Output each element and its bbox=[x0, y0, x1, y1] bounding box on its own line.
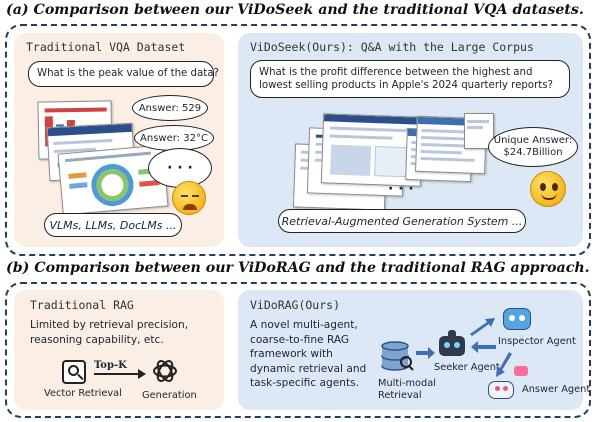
inspector-to-seeker-arrow bbox=[471, 341, 496, 353]
seeker-agent-label: Seeker Agent bbox=[434, 362, 500, 373]
bottom-frame bbox=[5, 282, 591, 418]
topk-arrow-head bbox=[138, 369, 146, 379]
panel-title: Traditional VQA Dataset bbox=[26, 40, 186, 54]
inspector-agent-icon bbox=[500, 304, 534, 332]
answer-bubble-2: Answer: 32°C bbox=[134, 125, 214, 151]
inspector-agent-label: Inspector Agent bbox=[498, 336, 576, 347]
vidoseek-question-bubble: What is the profit difference between th… bbox=[250, 60, 570, 98]
top-frame bbox=[5, 24, 591, 256]
confused-face-icon bbox=[172, 181, 206, 215]
answer-text-2: Answer: 32°C bbox=[140, 132, 208, 144]
more-pages-dots: · · · bbox=[388, 181, 414, 197]
seeker-to-inspector-arrow bbox=[470, 318, 495, 336]
answer-agent-icon bbox=[486, 376, 518, 402]
generation-label: Generation bbox=[142, 390, 197, 401]
vector-retrieval-icon bbox=[62, 360, 86, 384]
unique-answer-value: $24.7Billion bbox=[503, 147, 563, 158]
retrieval-to-seeker-arrow bbox=[416, 347, 435, 359]
multimodal-retrieval-label: Multi-modal Retrieval bbox=[378, 378, 436, 402]
traditional-rag-panel: Traditional RAG Limited by retrieval pre… bbox=[14, 290, 224, 410]
models-pill: VLMs, LLMs, DocLMs ... bbox=[44, 213, 182, 237]
vector-retrieval-label: Vector Retrieval bbox=[44, 388, 122, 399]
caption-a: (a) Comparison between our ViDoSeek and … bbox=[6, 2, 584, 18]
inspector-to-answer-arrow bbox=[496, 352, 512, 377]
vidorag-description: A novel multi-agent, coarse-to-fine RAG … bbox=[250, 319, 367, 390]
generation-model-icon bbox=[153, 360, 177, 382]
multimodal-retrieval-line2: Retrieval bbox=[378, 389, 422, 401]
vidorag-panel: ViDoRAG(Ours) A novel multi-agent, coars… bbox=[238, 290, 590, 410]
unique-answer-label: Unique Answer: bbox=[493, 134, 573, 146]
dots-text: · · · bbox=[167, 160, 193, 176]
traditional-vqa-panel: Traditional VQA Dataset What is the peak… bbox=[14, 33, 224, 247]
answer-bubble-1: Answer: 529 bbox=[132, 95, 208, 121]
rag-system-text: Retrieval-Augmented Generation System ..… bbox=[281, 214, 523, 228]
unique-answer-bubble: Unique Answer: $24.7Billion bbox=[488, 127, 578, 167]
speech-bubble-icon bbox=[514, 366, 528, 376]
vqa-question-bubble: What is the peak value of the data? bbox=[28, 61, 219, 87]
smiling-face-icon bbox=[530, 171, 566, 207]
caption-b: (b) Comparison between our ViDoRAG and t… bbox=[6, 260, 590, 276]
seeker-agent-icon bbox=[436, 330, 468, 360]
topk-label: Top-K bbox=[94, 360, 127, 371]
rag-system-pill: Retrieval-Augmented Generation System ..… bbox=[278, 209, 526, 233]
panel-title: ViDoSeek(Ours): Q&A with the Large Corpu… bbox=[250, 40, 534, 54]
rag-description: Limited by retrieval precision, reasonin… bbox=[30, 319, 189, 346]
multimodal-retrieval-line1: Multi-modal bbox=[378, 378, 436, 389]
database-icon bbox=[381, 341, 414, 371]
models-text: VLMs, LLMs, DocLMs ... bbox=[49, 218, 177, 232]
topk-arrow-line bbox=[94, 373, 140, 375]
panel-title: ViDoRAG(Ours) bbox=[250, 298, 341, 312]
answer-agent-label: Answer Agent bbox=[522, 384, 591, 395]
vidoseek-question-text: What is the profit difference between th… bbox=[259, 67, 553, 92]
panel-title: Traditional RAG bbox=[30, 298, 134, 312]
vqa-question-text: What is the peak value of the data? bbox=[37, 68, 219, 79]
answer-text-1: Answer: 529 bbox=[138, 102, 202, 114]
circular-diagram-document bbox=[57, 144, 169, 216]
vidoseek-panel: ViDoSeek(Ours): Q&A with the Large Corpu… bbox=[238, 33, 583, 247]
